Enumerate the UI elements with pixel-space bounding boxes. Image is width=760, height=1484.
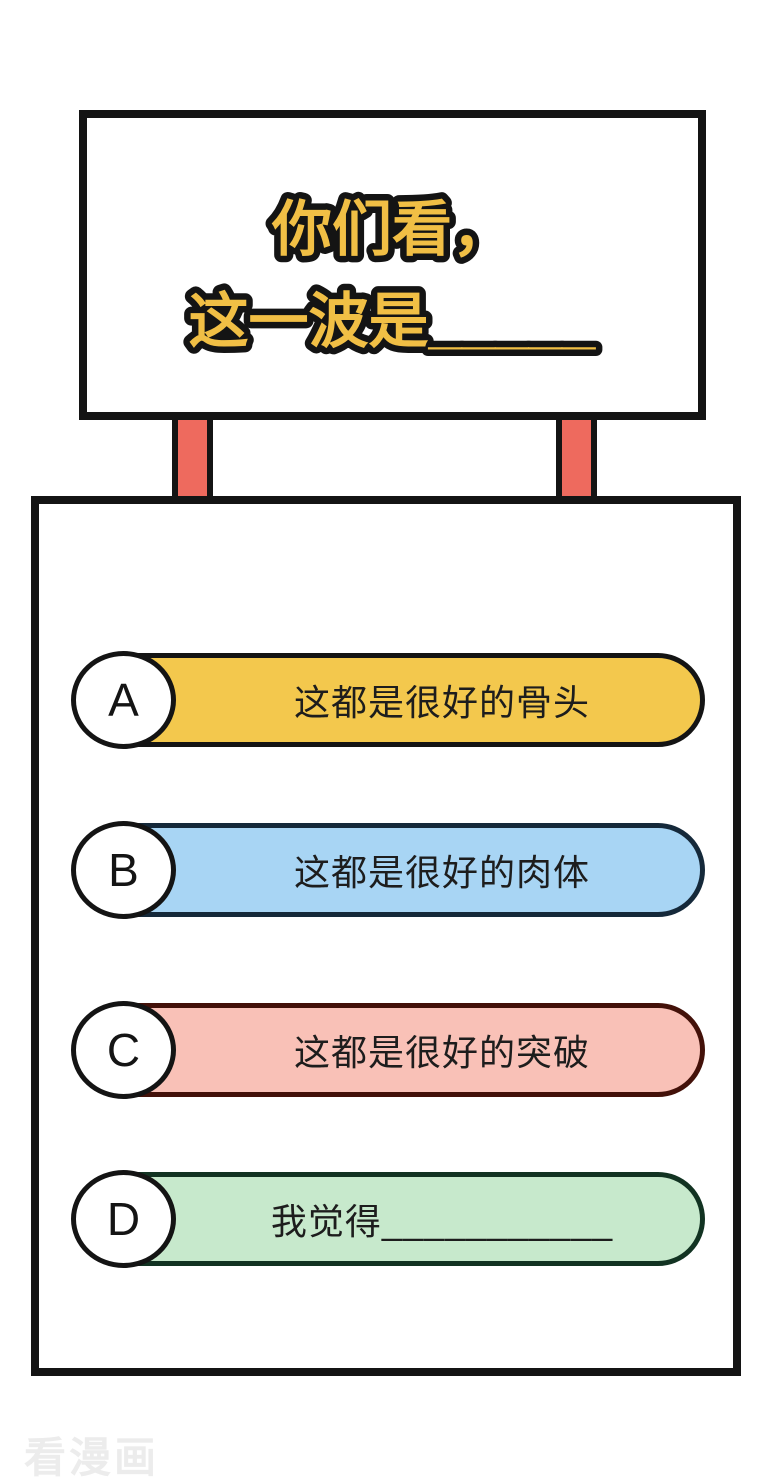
quiz-option-d[interactable]: 我觉得___________ D — [39, 1170, 749, 1272]
sign-post-right — [556, 414, 597, 500]
question-title-line1: 你们看， — [271, 196, 512, 263]
quiz-option-a-letter: A — [108, 674, 139, 726]
app-watermark: 看漫画 — [24, 1434, 160, 1481]
quiz-option-d-letter: D — [106, 1193, 141, 1245]
quiz-option-a-label: 这都是很好的骨头 — [293, 682, 590, 723]
quiz-option-a-pill: 这都是很好的骨头 — [103, 653, 705, 747]
quiz-options-box: 这都是很好的骨头 A 这都是很好的肉体 B 这都是很好的突破 C 我觉 — [31, 496, 741, 1376]
quiz-option-a[interactable]: 这都是很好的骨头 A — [39, 651, 749, 753]
question-sign-text-canvas: 你们看， 这一波是_____ — [182, 190, 602, 362]
question-sign-board: 你们看， 这一波是_____ — [79, 110, 706, 420]
quiz-option-c-badge: C — [71, 1001, 176, 1099]
quiz-option-c-label: 这都是很好的突破 — [293, 1032, 590, 1073]
quiz-option-d-label: 我觉得___________ — [270, 1201, 614, 1242]
quiz-option-a-badge: A — [71, 651, 176, 749]
quiz-option-c-letter: C — [106, 1024, 141, 1076]
quiz-option-c[interactable]: 这都是很好的突破 C — [39, 1001, 749, 1103]
quiz-option-d-pill: 我觉得___________ — [103, 1172, 705, 1266]
quiz-option-b-badge: B — [71, 821, 176, 919]
quiz-option-b[interactable]: 这都是很好的肉体 B — [39, 821, 749, 923]
quiz-option-c-pill: 这都是很好的突破 — [103, 1003, 705, 1097]
quiz-option-b-label: 这都是很好的肉体 — [293, 852, 590, 893]
quiz-option-b-letter: B — [108, 844, 139, 896]
sign-post-left — [172, 414, 213, 500]
quiz-option-d-badge: D — [71, 1170, 176, 1268]
question-title-line2: 这一波是_____ — [189, 288, 596, 355]
quiz-option-b-pill: 这都是很好的肉体 — [103, 823, 705, 917]
